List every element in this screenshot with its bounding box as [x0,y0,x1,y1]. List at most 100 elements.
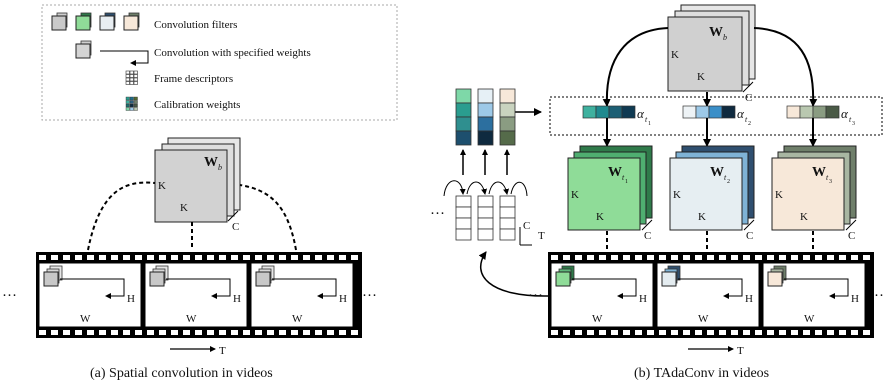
calibration-column-cell [455,102,472,118]
calibration-column-cell [499,116,516,132]
calibrated-weight-3 [771,157,845,231]
calibration-weight-columns [455,88,516,146]
legend-filters-label: Convolution filters [154,19,237,31]
descriptor-cell [499,195,516,208]
right-dots-right: ·· [874,288,884,304]
descriptor-cell [455,206,472,219]
calibration-cell [812,105,827,119]
frame-kernel [149,271,165,287]
calibration-cell [608,105,623,119]
calibrated-weight-2 [669,157,743,231]
descriptor-cell [499,206,516,219]
weight-K-bottom: K [596,211,604,223]
weight-K-side: K [673,189,681,201]
alpha-label-1: α [637,106,645,121]
descriptor-cell [499,228,516,241]
calibration-column-cell [477,88,494,104]
filter-icons [51,12,140,31]
descriptor-cell [477,228,494,241]
left-kernel: W b K K C [154,137,241,233]
frame-H-label: H [851,293,859,305]
alpha-sub-n: 1 [648,121,651,127]
frame-W-label: W [698,313,709,325]
calibration-cell [595,105,610,119]
weight-W: W [710,165,724,180]
alpha-label-3: α [841,106,849,121]
temporal-context-arcs [443,180,528,197]
right-dots-left: ··· [528,288,543,304]
calibration-cell [695,105,710,119]
left-dash-3 [239,184,297,251]
alpha-label-2: α [737,106,745,121]
calibration-cell [682,105,697,119]
weight-W: W [812,165,826,180]
base-kernel-K-side: K [671,49,679,61]
weight-sub-t: t [826,173,829,182]
weight-C: C [644,230,651,242]
desc-T-label: T [538,230,545,242]
left-kernel-C: C [232,221,239,233]
frame-kernel [255,271,271,287]
frame-W-label: W [186,313,197,325]
calibration-cell [786,105,801,119]
weight-C: C [848,230,855,242]
alpha-sub-t: t [849,115,852,124]
calibration-cell [708,105,723,119]
frame-W-label: W [592,313,603,325]
alpha-sub-n: 2 [748,121,751,127]
weight-K-bottom: K [800,211,808,223]
frames-to-descriptors-arrow [478,251,549,297]
calibration-cell [582,105,597,119]
descriptor-cell [477,217,494,230]
frame-kernel [661,271,677,287]
calibration-cell [721,105,736,119]
weight-K-side: K [775,189,783,201]
base-kernel-sub: b [723,33,727,42]
weight-K-bottom: K [698,211,706,223]
weight-sub-n: 2 [727,179,730,185]
specified-weights-icon [75,40,149,66]
left-kernel-sub: b [218,163,222,172]
descriptor-cell [455,217,472,230]
weight-sub-n: 3 [829,179,832,185]
weight-C: C [746,230,753,242]
frame-W-label: W [80,313,91,325]
right-T-label: T [737,345,744,357]
frame-kernel [43,271,59,287]
descriptor-cell [455,195,472,208]
weight-sub-n: 1 [625,179,628,185]
base-to-alpha3-arrow [753,27,818,107]
legend-specified-weights-label: Convolution with specified weights [154,47,311,59]
calibrated-weight-1 [567,157,641,231]
legend: Convolution filters Convolution with spe… [41,4,398,121]
frame-descriptors-icon [125,70,138,85]
base-kernel-W: W [709,25,723,40]
left-kernel-W: W [204,155,218,170]
calibration-cell [621,105,636,119]
calibration-cell [799,105,814,119]
weight-W: W [608,165,622,180]
frame-kernel [767,271,783,287]
alpha-sub-t: t [745,115,748,124]
calibration-column-cell [455,130,472,146]
calibration-column-cell [477,102,494,118]
up-arrows [460,149,510,175]
base-kernel: W b K K C [667,4,756,104]
frame-H-label: H [639,293,647,305]
weight-sub-t: t [724,173,727,182]
right-caption: (b) TAdaConv in videos [634,366,769,381]
frame-W-label: W [292,313,303,325]
frame-H-label: H [339,293,347,305]
weight-K-side: K [571,189,579,201]
left-T-label: T [219,345,226,357]
alpha-sub-n: 3 [852,121,855,127]
left-caption: (a) Spatial convolution in videos [90,366,273,381]
calibration-column-cell [499,102,516,118]
base-kernel-C: C [745,92,752,104]
frame-W-label: W [804,313,815,325]
frame-kernel [555,271,571,287]
